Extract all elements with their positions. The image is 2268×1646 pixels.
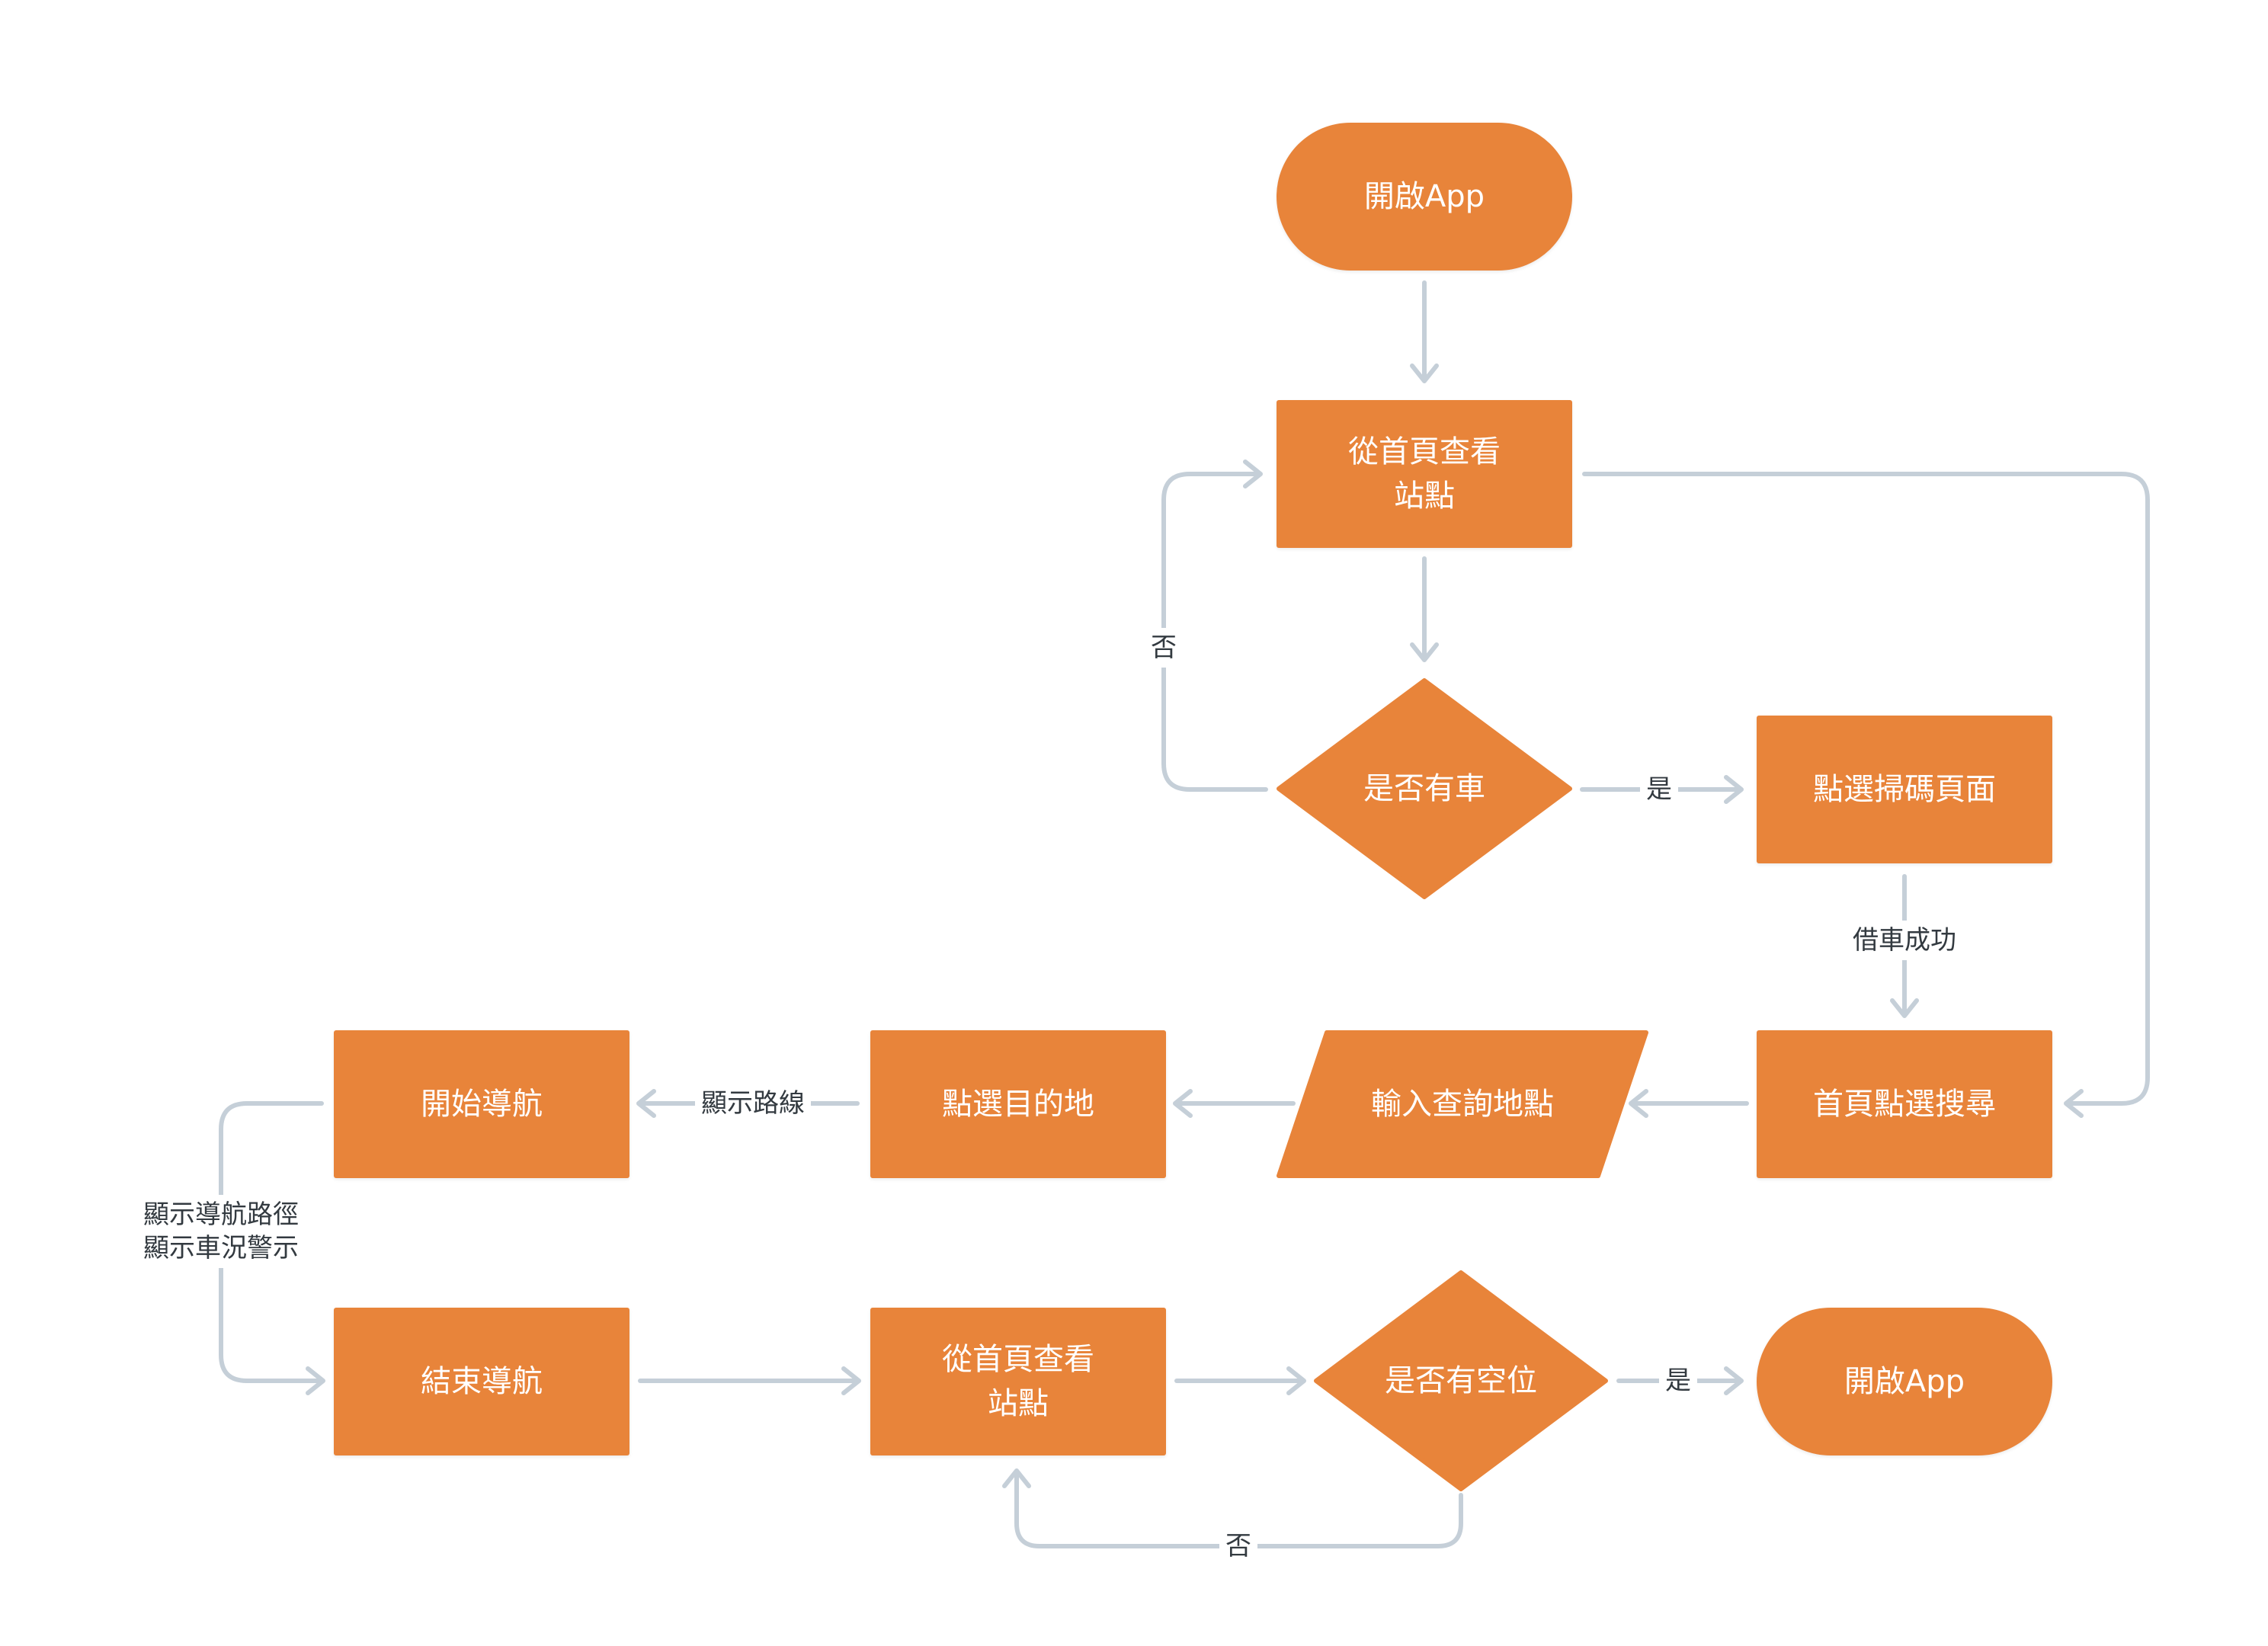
edge-label-nav-info: 顯示導航路徑 顯示車況警示 bbox=[137, 1195, 305, 1268]
view-stations-label-top: 從首頁查看 站點 bbox=[1348, 434, 1501, 514]
arrowhead bbox=[2064, 1089, 2084, 1118]
edge-label-yes-bottom: 是 bbox=[1659, 1361, 1697, 1401]
select-destination-label: 點選目的地 bbox=[942, 1087, 1094, 1122]
select-destination-node: 點選目的地 bbox=[870, 1030, 1166, 1178]
arrowhead bbox=[1724, 1366, 1744, 1395]
arrowhead bbox=[1002, 1468, 1031, 1488]
arrowhead bbox=[636, 1089, 656, 1118]
open-app-node-bottom: 開啟App bbox=[1757, 1308, 2052, 1455]
arrowhead bbox=[1173, 1089, 1193, 1118]
arrowhead bbox=[1890, 998, 1919, 1018]
diamond-shape bbox=[1314, 1270, 1608, 1491]
arrowhead bbox=[1410, 363, 1439, 383]
scan-page-label: 點選掃碼頁面 bbox=[1813, 772, 1996, 807]
has-bike-decision: 是否有車 bbox=[1277, 678, 1572, 899]
view-stations-node-bottom: 從首頁查看 站點 bbox=[870, 1308, 1166, 1455]
enter-location-label: 輸入查詢地點 bbox=[1371, 1087, 1554, 1122]
diamond-shape bbox=[1277, 678, 1572, 899]
open-app-node-top: 開啟App bbox=[1277, 123, 1572, 271]
view-stations-node-top: 從首頁查看 站點 bbox=[1277, 400, 1572, 548]
open-app-label-top: 開啟App bbox=[1363, 179, 1485, 214]
open-app-label-bottom: 開啟App bbox=[1844, 1364, 1965, 1399]
arrowhead bbox=[306, 1366, 325, 1395]
start-navigation-label: 開始導航 bbox=[421, 1087, 543, 1122]
edge-label-no-top: 否 bbox=[1145, 628, 1183, 668]
edge-label-no-bottom: 否 bbox=[1219, 1526, 1257, 1566]
arrowhead bbox=[1724, 775, 1744, 804]
has-space-decision: 是否有空位 bbox=[1314, 1270, 1608, 1491]
arrowhead bbox=[1629, 1089, 1648, 1118]
arrowhead bbox=[1286, 1366, 1306, 1395]
parallelogram-shape bbox=[1277, 1030, 1648, 1178]
home-search-label: 首頁點選搜尋 bbox=[1813, 1087, 1996, 1122]
edge-label-yes-top: 是 bbox=[1640, 770, 1678, 809]
arrowhead bbox=[1410, 642, 1439, 662]
has-space-label: 是否有空位 bbox=[1385, 1363, 1537, 1398]
edge-view-to-home-search-bypass bbox=[1582, 472, 2150, 1106]
end-navigation-node: 結束導航 bbox=[334, 1308, 629, 1455]
start-navigation-node: 開始導航 bbox=[334, 1030, 629, 1178]
edge-label-show-route: 顯示路線 bbox=[695, 1084, 811, 1123]
view-stations-label-bottom: 從首頁查看 站點 bbox=[942, 1342, 1094, 1421]
arrowhead bbox=[841, 1366, 861, 1395]
enter-location-node: 輸入查詢地點 bbox=[1277, 1030, 1648, 1178]
home-search-node: 首頁點選搜尋 bbox=[1757, 1030, 2052, 1178]
arrowhead bbox=[1243, 460, 1263, 488]
edge-label-borrow-success: 借車成功 bbox=[1847, 921, 1962, 960]
has-bike-label: 是否有車 bbox=[1363, 771, 1485, 806]
scan-page-node: 點選掃碼頁面 bbox=[1757, 716, 2052, 863]
end-navigation-label: 結束導航 bbox=[421, 1364, 543, 1399]
